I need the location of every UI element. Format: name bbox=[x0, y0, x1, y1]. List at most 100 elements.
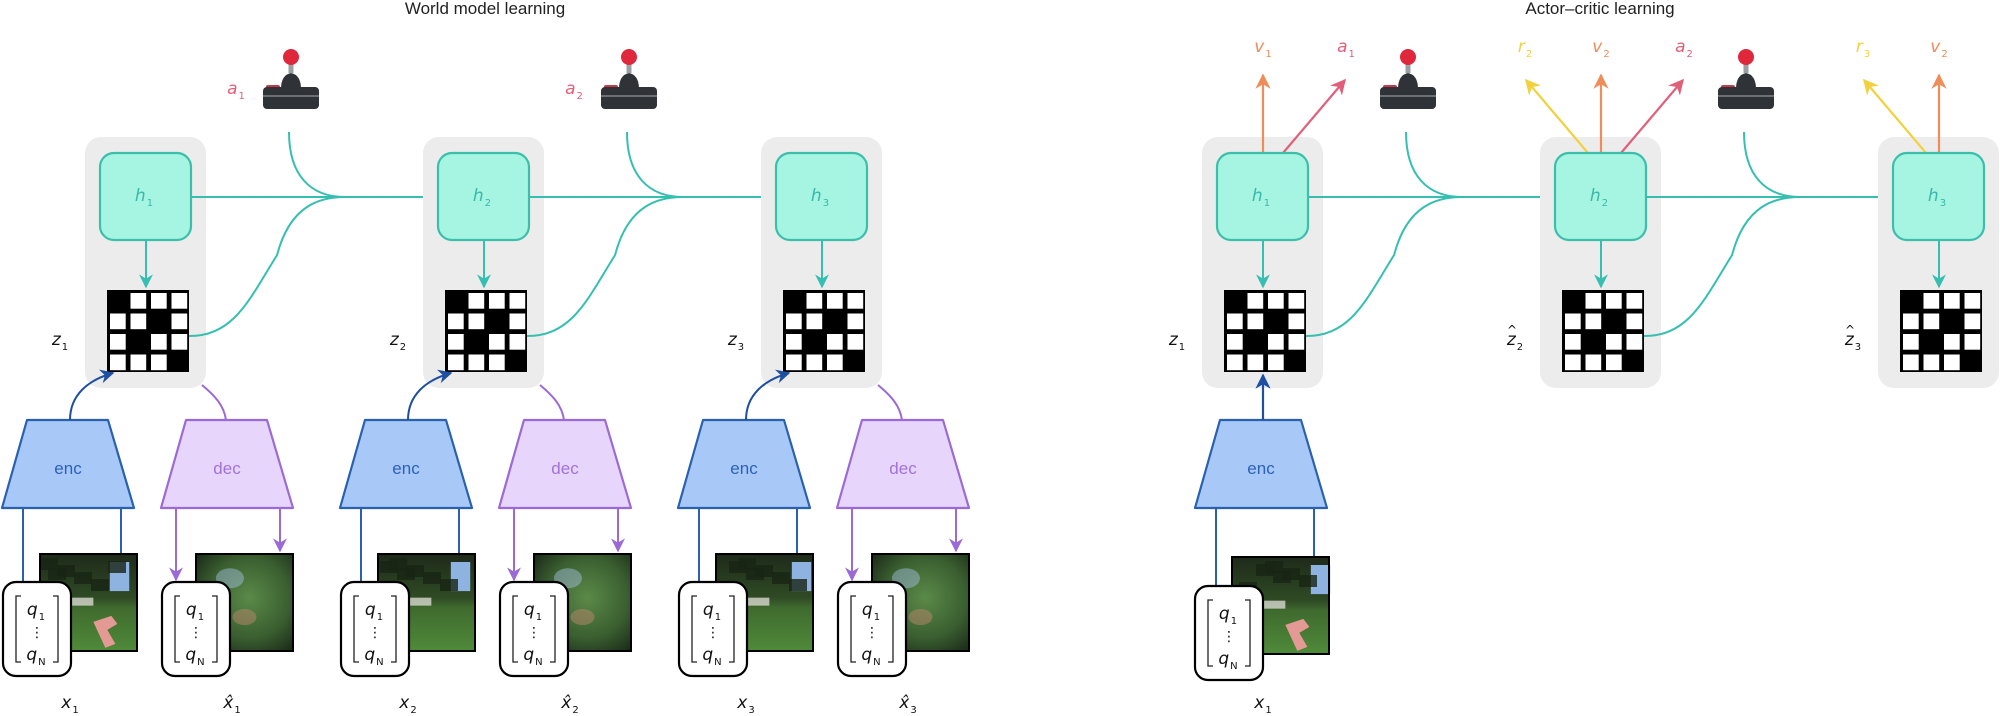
latent-cell bbox=[130, 293, 147, 309]
vector-top-entry-subscript: 1 bbox=[377, 612, 383, 623]
latent-cell bbox=[827, 334, 843, 350]
latent-cell bbox=[1247, 293, 1264, 309]
latent-cell bbox=[786, 354, 802, 371]
latent-cell bbox=[1903, 334, 1919, 350]
latent-cell bbox=[786, 334, 802, 350]
latent-cell bbox=[1288, 313, 1305, 330]
x-label-symbol: x bbox=[1253, 693, 1265, 713]
latent-cell bbox=[110, 334, 126, 350]
h-state-label-subscript: 3 bbox=[823, 198, 829, 209]
x-label: x1 bbox=[60, 693, 78, 716]
x-label-symbol: x bbox=[398, 693, 410, 713]
vector-bottom-entry: qN bbox=[26, 645, 45, 668]
action-head-arrow bbox=[1282, 78, 1346, 154]
decoder-block: dec bbox=[835, 418, 971, 510]
action-label: a2 bbox=[1675, 37, 1693, 60]
transition-flow bbox=[1305, 131, 1556, 337]
vector-bottom-entry-symbol: q bbox=[185, 645, 196, 665]
recurrent-state-box: h3 bbox=[1891, 151, 1986, 242]
value-label-symbol: v bbox=[1592, 37, 1603, 57]
encoder-block: enc bbox=[676, 418, 812, 510]
proprio-vector-box: q1⋮qN bbox=[160, 580, 232, 678]
vector-bottom-entry-subscript: N bbox=[714, 657, 721, 668]
vector-top-entry: q1 bbox=[862, 600, 880, 623]
latent-cell bbox=[489, 334, 505, 350]
dec-label: dec bbox=[213, 459, 241, 478]
vector-ellipsis: ⋮ bbox=[865, 625, 879, 641]
proprio-vector-box: q1 ⋮ qN bbox=[836, 580, 908, 678]
latent-cell bbox=[1565, 313, 1581, 330]
transition-flow bbox=[1643, 131, 1894, 337]
latent-cell bbox=[1288, 334, 1305, 350]
xhat-label: x̂2 bbox=[560, 693, 578, 716]
reward-head-arrow bbox=[1525, 78, 1589, 154]
reward-head-arrow bbox=[1863, 78, 1927, 154]
action-label-subscript: 1 bbox=[1349, 49, 1355, 60]
vector-bottom-entry: qN bbox=[861, 645, 880, 668]
recurrent-state-box: h1 bbox=[1215, 151, 1310, 242]
latent-cell bbox=[468, 293, 485, 309]
vector-ellipsis: ⋮ bbox=[189, 625, 203, 641]
latent-cell bbox=[110, 313, 126, 330]
vector-bottom-entry-subscript: N bbox=[535, 657, 542, 668]
vector-top-entry-subscript: 1 bbox=[536, 612, 542, 623]
vector-ellipsis: ⋮ bbox=[1222, 629, 1236, 645]
vector-bottom-entry-symbol: q bbox=[861, 645, 872, 665]
latent-cell bbox=[130, 313, 147, 330]
xhat-label-symbol: x̂ bbox=[222, 693, 234, 713]
x-label: x1 bbox=[1253, 693, 1271, 716]
latent-cell bbox=[1944, 334, 1960, 350]
z-label-symbol: z bbox=[1506, 330, 1517, 350]
latent-cell bbox=[1923, 354, 1940, 371]
action-label-subscript: 1 bbox=[239, 91, 245, 102]
latent-cell bbox=[847, 313, 864, 330]
latent-grid bbox=[783, 290, 865, 372]
vector-top-entry-symbol: q bbox=[365, 600, 376, 620]
latent-cell bbox=[1923, 293, 1940, 309]
action-label-symbol: a bbox=[565, 79, 575, 99]
vector-bottom-entry: qN bbox=[364, 645, 383, 668]
latent-cell bbox=[827, 354, 843, 371]
latent-cell bbox=[1247, 313, 1264, 330]
latent-cell bbox=[806, 313, 823, 330]
latent-cell bbox=[1606, 354, 1622, 371]
latent-cell bbox=[1585, 354, 1602, 371]
xhat-label-subscript: 3 bbox=[910, 705, 916, 716]
latent-cell bbox=[1606, 334, 1622, 350]
enc-to-z-arrow bbox=[745, 369, 791, 421]
h-state-label: h3 bbox=[811, 186, 829, 209]
recurrent-state-box: h1 bbox=[98, 151, 193, 242]
latent-cell bbox=[1944, 354, 1960, 371]
z-label: z3 bbox=[727, 330, 744, 353]
value-label-subscript: 2 bbox=[1941, 49, 1947, 60]
h-state-label: h2 bbox=[473, 186, 491, 209]
vector-bottom-entry: qN bbox=[185, 645, 204, 668]
action-label-subscript: 2 bbox=[577, 91, 583, 102]
latent-cell bbox=[468, 354, 485, 371]
value-label: v2 bbox=[1592, 37, 1609, 60]
latent-cell bbox=[448, 354, 464, 371]
vector-top-entry-symbol: q bbox=[703, 600, 714, 620]
latent-cell bbox=[489, 293, 505, 309]
z-label-subscript: 1 bbox=[62, 342, 68, 353]
latent-cell bbox=[1565, 354, 1581, 371]
enc-label: enc bbox=[1247, 459, 1275, 478]
latent-grid bbox=[107, 290, 189, 372]
latent-grid bbox=[445, 290, 527, 372]
z-label-symbol: z bbox=[389, 330, 400, 350]
latent-cell bbox=[847, 334, 864, 350]
xhat-label: x̂1 bbox=[222, 693, 240, 716]
z-label: z2 bbox=[1506, 330, 1523, 353]
reward-label-subscript: 3 bbox=[1864, 49, 1870, 60]
value-label: v2 bbox=[1930, 37, 1947, 60]
vector-bottom-entry-symbol: q bbox=[26, 645, 37, 665]
latent-cell bbox=[1964, 313, 1981, 330]
transition-flow bbox=[188, 131, 439, 337]
recurrent-state-box: h2 bbox=[436, 151, 531, 242]
z-label-subscript: 2 bbox=[1517, 342, 1523, 353]
joystick-icon bbox=[1380, 49, 1436, 109]
vector-bottom-entry-subscript: N bbox=[873, 657, 880, 668]
